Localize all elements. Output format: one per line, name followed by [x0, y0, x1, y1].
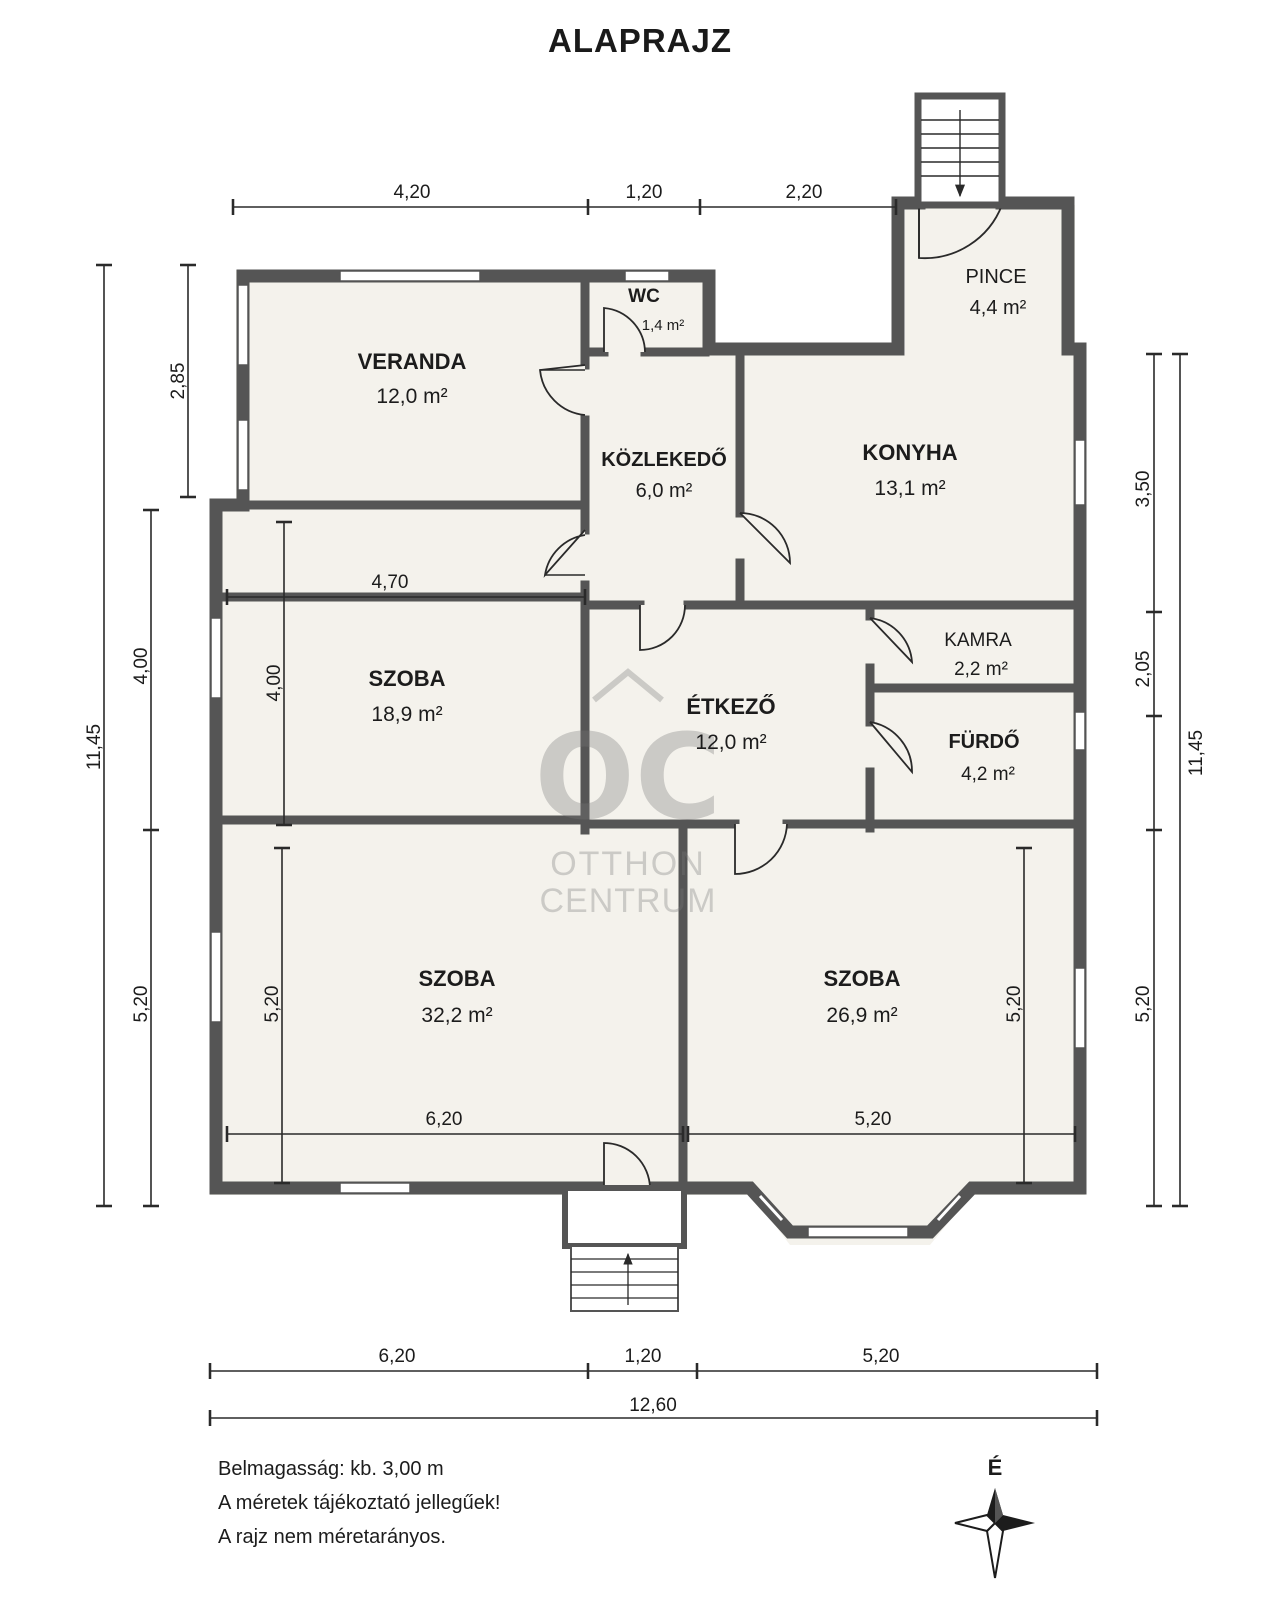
- dim-szoba-1-width: 4,70: [372, 572, 409, 593]
- room-area-kozlekedo: 6,0 m²: [636, 480, 693, 502]
- dim-szoba-2-width: 6,20: [426, 1109, 463, 1130]
- room-area-etkezo: 12,0 m²: [695, 731, 766, 754]
- dim-left-outer: 11,45: [84, 724, 105, 770]
- door-openings: [540, 369, 585, 576]
- compass-label: É: [988, 1455, 1003, 1480]
- room-area-veranda: 12,0 m²: [376, 385, 447, 408]
- dim-bottom-1: 6,20: [379, 1346, 416, 1367]
- room-name-pince: PINCE: [965, 266, 1026, 288]
- windows: [210, 270, 1086, 1238]
- room-area-wc: 1,4 m²: [642, 317, 685, 334]
- room-labels: VERANDA 12,0 m² WC 1,4 m² KÖZLEKEDŐ 6,0 …: [358, 266, 1027, 1027]
- dim-szoba-2-height: 5,20: [262, 986, 283, 1023]
- dim-bottom-3: 5,20: [863, 1346, 900, 1367]
- room-area-konyha: 13,1 m²: [874, 477, 945, 500]
- room-area-szoba-3: 26,9 m²: [826, 1004, 897, 1027]
- dim-right-outer: 11,45: [1186, 730, 1207, 776]
- room-name-etkezo: ÉTKEZŐ: [686, 694, 775, 719]
- room-area-szoba-1: 18,9 m²: [371, 703, 442, 726]
- dim-right-2: 2,05: [1133, 651, 1154, 688]
- watermark-line2: CENTRUM: [540, 882, 717, 920]
- dim-szoba-1-height: 4,00: [264, 665, 285, 702]
- note-ceiling-height: Belmagasság: kb. 3,00 m: [218, 1458, 444, 1480]
- watermark-logo: OC: [535, 708, 722, 846]
- doors: [539, 204, 1003, 1189]
- room-area-furdo: 4,2 m²: [961, 764, 1015, 785]
- dim-right-3: 5,20: [1133, 986, 1154, 1023]
- room-name-szoba-2: SZOBA: [419, 966, 496, 991]
- dim-left-2: 4,00: [131, 648, 152, 685]
- room-name-wc: WC: [628, 286, 660, 307]
- dim-left-1: 2,85: [168, 363, 189, 400]
- notes: Belmagasság: kb. 3,00 m A méretek tájéko…: [218, 1452, 500, 1554]
- dim-top-2: 1,20: [626, 182, 663, 203]
- dim-top-1: 4,20: [394, 182, 431, 203]
- dim-szoba-3-height: 5,20: [1004, 986, 1025, 1023]
- room-name-konyha: KONYHA: [862, 440, 957, 465]
- plan-title: ALAPRAJZ: [547, 22, 732, 59]
- dim-total-width: 12,60: [629, 1395, 677, 1416]
- room-name-kozlekedo: KÖZLEKEDŐ: [601, 448, 727, 471]
- room-area-kamra: 2,2 m²: [954, 659, 1008, 680]
- cellar-stairs: [914, 92, 1006, 209]
- note-scale: A rajz nem méretarányos.: [218, 1526, 446, 1548]
- room-name-szoba-1: SZOBA: [369, 666, 446, 691]
- dimension-lines: [96, 199, 1188, 1426]
- room-area-szoba-2: 32,2 m²: [421, 1004, 492, 1027]
- dim-szoba-3-width: 5,20: [855, 1109, 892, 1130]
- watermark: OC OTTHON CENTRUM: [535, 668, 722, 920]
- compass-icon: É: [954, 1455, 1035, 1579]
- watermark-line1: OTTHON: [550, 845, 706, 883]
- bay-window-panes: [758, 1194, 962, 1222]
- room-name-szoba-3: SZOBA: [824, 966, 901, 991]
- room-name-furdo: FÜRDŐ: [948, 730, 1019, 753]
- note-dimensions: A méretek tájékoztató jellegűek!: [218, 1492, 501, 1514]
- dim-left-3: 5,20: [131, 986, 152, 1023]
- entrance-steps: [562, 1185, 687, 1312]
- room-area-pince: 4,4 m²: [970, 297, 1027, 319]
- dim-right-1: 3,50: [1133, 471, 1154, 508]
- room-name-kamra: KAMRA: [944, 630, 1012, 651]
- dim-bottom-2: 1,20: [625, 1346, 662, 1367]
- room-name-veranda: VERANDA: [358, 349, 467, 374]
- dimension-labels: 4,20 1,20 2,20 6,20 1,20 5,20 12,60 11,4…: [84, 182, 1207, 1416]
- dim-top-3: 2,20: [786, 182, 823, 203]
